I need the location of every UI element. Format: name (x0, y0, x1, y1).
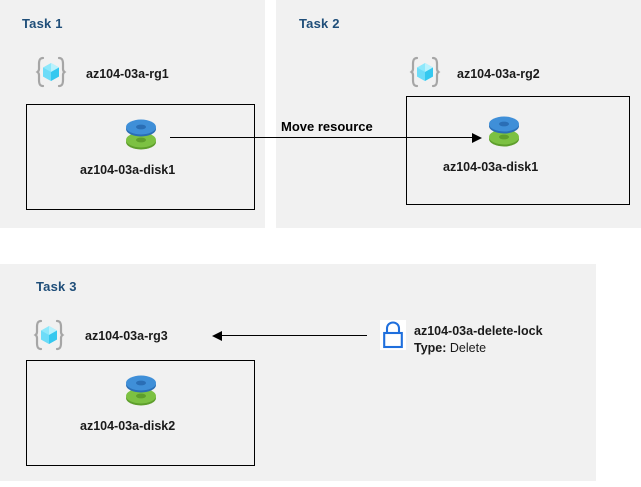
task3-panel (0, 264, 596, 481)
task2-title: Task 2 (299, 16, 340, 31)
lock-type-label: Type: (414, 341, 447, 355)
task3-title: Task 3 (36, 279, 77, 294)
move-connector-line (170, 137, 473, 138)
managed-disk-icon (487, 113, 521, 149)
task1-resource-group-label: az104-03a-rg1 (86, 67, 169, 81)
managed-disk-icon (124, 116, 158, 152)
resource-group-icon (34, 55, 68, 89)
padlock-icon (380, 320, 406, 350)
lock-connector-arrowhead (212, 331, 222, 341)
task3-resource-label: az104-03a-disk2 (80, 419, 176, 433)
lock-type-value: Delete (449, 341, 487, 355)
move-connector-caption: Move resource (281, 119, 373, 134)
lock-name-label: az104-03a-delete-lock (414, 324, 543, 338)
task3-resource-group-label: az104-03a-rg3 (85, 329, 168, 343)
lock-connector-line (222, 335, 367, 336)
resource-group-icon (32, 318, 66, 352)
task3-resource-box (26, 360, 255, 466)
resource-group-icon (408, 55, 442, 89)
lock-type-row: Type: Delete (414, 341, 486, 355)
task2-resource-label: az104-03a-disk1 (443, 160, 539, 174)
task1-resource-label: az104-03a-disk1 (80, 163, 176, 177)
task1-title: Task 1 (22, 16, 63, 31)
move-connector-arrowhead (472, 133, 482, 143)
task2-resource-box (406, 96, 630, 205)
task2-panel (276, 0, 641, 228)
managed-disk-icon (124, 372, 158, 408)
task1-panel (0, 0, 265, 228)
task1-resource-box (26, 104, 255, 210)
task2-resource-group-label: az104-03a-rg2 (457, 67, 540, 81)
